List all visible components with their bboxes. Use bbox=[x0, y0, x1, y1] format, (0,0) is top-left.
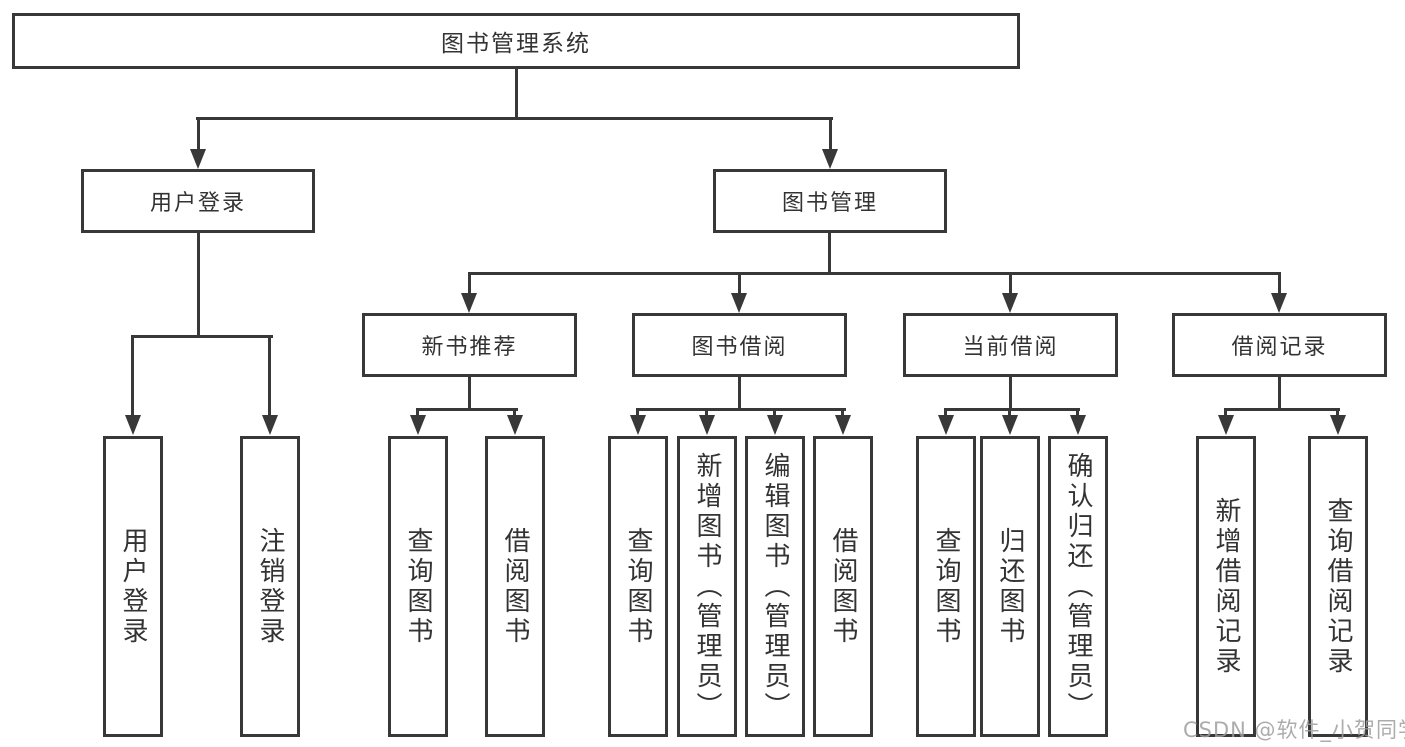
leaf-borrow-books: 借阅图书 bbox=[813, 436, 873, 737]
connector-stem bbox=[841, 408, 844, 416]
connector-stem bbox=[131, 335, 134, 416]
leaf-label: 查询图书 bbox=[403, 526, 433, 647]
leaf-label: 借阅图书 bbox=[500, 526, 530, 647]
leaf-label: 新增图书（管理员） bbox=[692, 451, 722, 722]
connector-stem bbox=[705, 408, 708, 416]
leaf-add-borrow-record: 新增借阅记录 bbox=[1196, 436, 1256, 737]
leaf-logout: 注销登录 bbox=[240, 436, 300, 737]
arrowhead-icon bbox=[262, 415, 278, 435]
connector-stem bbox=[1008, 408, 1011, 416]
arrowhead-icon bbox=[461, 293, 477, 313]
connector-stem bbox=[468, 272, 471, 294]
leaf-query-borrow-record: 查询借阅记录 bbox=[1308, 436, 1368, 737]
connector-stem bbox=[197, 117, 200, 151]
connector-userlogin-bracket bbox=[131, 335, 273, 338]
arrowhead-icon bbox=[1002, 293, 1018, 313]
node-borrow-records: 借阅记录 bbox=[1172, 313, 1387, 377]
connector-stem bbox=[944, 408, 947, 416]
arrowhead-icon bbox=[1002, 415, 1018, 435]
connector-bracket bbox=[636, 408, 846, 411]
connector-stem bbox=[1278, 377, 1281, 408]
leaf-label: 归还图书 bbox=[995, 526, 1025, 647]
arrowhead-icon bbox=[1271, 293, 1287, 313]
leaf-query-books-recommend: 查询图书 bbox=[388, 436, 448, 737]
connector-stem bbox=[1009, 377, 1012, 408]
arrowhead-icon bbox=[835, 415, 851, 435]
connector-stem bbox=[773, 408, 776, 416]
connector-stem bbox=[1224, 408, 1227, 416]
leaf-label: 新增借阅记录 bbox=[1211, 496, 1241, 677]
connector-level3-bracket bbox=[468, 272, 1281, 275]
connector-stem bbox=[738, 272, 741, 294]
node-label: 新书推荐 bbox=[421, 335, 518, 360]
arrowhead-icon bbox=[822, 149, 838, 169]
node-library-management-system: 图书管理系统 bbox=[12, 13, 1020, 69]
node-book-borrow: 图书借阅 bbox=[632, 313, 847, 377]
node-label: 图书管理 bbox=[781, 191, 878, 216]
connector-stem bbox=[416, 408, 419, 416]
arrowhead-icon bbox=[1218, 415, 1234, 435]
arrowhead-icon bbox=[190, 149, 206, 169]
connector-level2-bracket bbox=[196, 117, 833, 120]
watermark: CSDN @软件_小贺同学 bbox=[1183, 718, 1405, 742]
node-new-book-recommend: 新书推荐 bbox=[362, 313, 577, 377]
leaf-label: 查询图书 bbox=[623, 526, 653, 647]
arrowhead-icon bbox=[507, 415, 523, 435]
connector-stem bbox=[1009, 272, 1012, 294]
arrowhead-icon bbox=[410, 415, 426, 435]
leaf-label: 查询借阅记录 bbox=[1323, 496, 1353, 677]
connector-stem bbox=[829, 117, 832, 151]
arrowhead-icon bbox=[767, 415, 783, 435]
node-label: 借阅记录 bbox=[1231, 335, 1328, 360]
connector-stem bbox=[1076, 408, 1079, 416]
node-label: 当前借阅 bbox=[962, 335, 1059, 360]
connector-bracket bbox=[416, 408, 518, 411]
node-label: 用户登录 bbox=[149, 191, 246, 216]
arrowhead-icon bbox=[125, 415, 141, 435]
leaf-edit-books-admin: 编辑图书（管理员） bbox=[745, 436, 805, 737]
node-current-borrow: 当前借阅 bbox=[903, 313, 1118, 377]
leaf-query-books-current: 查询图书 bbox=[916, 436, 976, 737]
connector-stem bbox=[1336, 408, 1339, 416]
arrowhead-icon bbox=[1330, 415, 1346, 435]
leaf-label: 注销登录 bbox=[255, 526, 285, 647]
leaf-query-books-borrow: 查询图书 bbox=[608, 436, 668, 737]
connector-bookmgmt-stem bbox=[828, 233, 831, 272]
arrowhead-icon bbox=[630, 415, 646, 435]
connector-userlogin-stem bbox=[197, 233, 200, 335]
arrowhead-icon bbox=[938, 415, 954, 435]
connector-root-stem bbox=[515, 69, 518, 117]
connector-stem bbox=[468, 377, 471, 408]
node-label: 图书管理系统 bbox=[441, 31, 591, 57]
arrowhead-icon bbox=[731, 293, 747, 313]
leaf-label: 借阅图书 bbox=[828, 526, 858, 647]
leaf-user-login: 用户登录 bbox=[103, 436, 163, 737]
node-label: 图书借阅 bbox=[691, 335, 788, 360]
leaf-confirm-return-admin: 确认归还（管理员） bbox=[1048, 436, 1108, 737]
node-book-management: 图书管理 bbox=[713, 169, 947, 233]
leaf-borrow-books-recommend: 借阅图书 bbox=[485, 436, 545, 737]
leaf-return-books: 归还图书 bbox=[980, 436, 1040, 737]
leaf-add-books-admin: 新增图书（管理员） bbox=[677, 436, 737, 737]
node-user-login: 用户登录 bbox=[81, 169, 315, 233]
connector-stem bbox=[738, 377, 741, 408]
arrowhead-icon bbox=[1070, 415, 1086, 435]
connector-stem bbox=[268, 335, 271, 416]
connector-stem bbox=[1278, 272, 1281, 294]
connector-bracket bbox=[1224, 408, 1340, 411]
leaf-label: 编辑图书（管理员） bbox=[760, 451, 790, 722]
leaf-label: 确认归还（管理员） bbox=[1063, 451, 1093, 722]
connector-bracket bbox=[944, 408, 1080, 411]
leaf-label: 查询图书 bbox=[931, 526, 961, 647]
connector-stem bbox=[513, 408, 516, 416]
leaf-label: 用户登录 bbox=[118, 526, 148, 647]
arrowhead-icon bbox=[699, 415, 715, 435]
connector-stem bbox=[636, 408, 639, 416]
